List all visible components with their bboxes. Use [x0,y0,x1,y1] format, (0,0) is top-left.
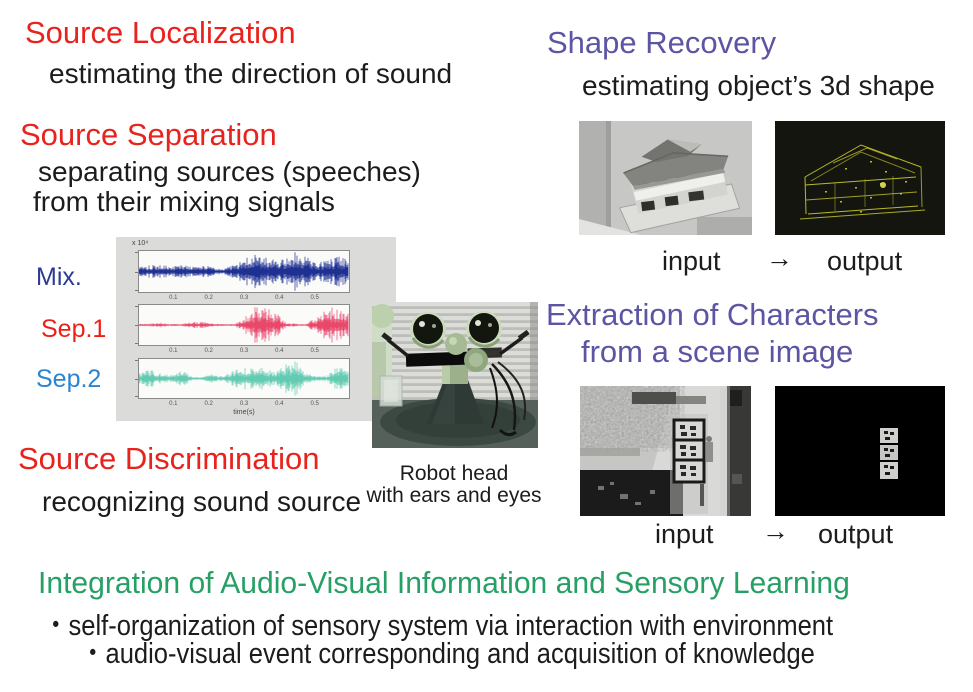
waveform-x-tick: 0.1 [169,348,178,354]
waveform-plots: 0.1 0.2 0.3 0.4 0.5 0.1 0.2 0.3 0.4 0.5 0.1 0.2 0.3 0… [116,237,396,421]
street-scene-photo [580,386,751,516]
waveform-x-tick: 0.2 [204,295,213,301]
waveform-y-tick [135,360,138,361]
waveform-x-tick: 0.5 [310,295,319,301]
waveform-x-tick: 0.5 [310,401,319,407]
waveform-y-tick [135,396,138,397]
waveform-plot-sep1 [138,304,350,346]
source-discrimination-subtitle: recognizing sound source [42,486,362,517]
waveform-x-tick: 0.4 [275,295,284,301]
waveform-x-axis-label: time(s) [233,409,255,416]
waveform-label-mix: Mix. [36,263,82,291]
source-localization-subtitle: estimating the direction of sound [49,58,453,89]
waveform-x-tick: 0.5 [310,348,319,354]
integration-title: Integration of Audio-Visual Information … [38,565,850,600]
waveform-scale-label: x 10⁴ [132,240,149,247]
house-model-photo [579,121,752,235]
robot-caption-line2: with ears and eyes [366,484,542,507]
waveform-label-sep2: Sep.2 [36,365,102,393]
waveform-x-tick: 0.3 [239,295,249,301]
waveform-y-tick [135,325,138,326]
shape-arrow-icon: → [766,243,793,273]
robot-caption: Robot head with ears and eyes [363,463,545,507]
shape-output-label: output [827,246,903,276]
source-separation-title: Source Separation [20,117,277,152]
waveform-x-tick: 0.3 [239,348,249,354]
waveform-plot-sep2 [138,358,350,399]
shape-recovery-subtitle: estimating object’s 3d shape [582,70,935,101]
waveform-y-tick [135,252,138,253]
waveform-x-tick: 0.1 [169,401,178,407]
source-localization-title: Source Localization [25,15,296,50]
waveform-y-tick [135,343,138,344]
extraction-output-label: output [818,519,894,549]
character-extraction-title-line2: from a scene image [581,334,854,369]
waveform-x-tick: 0.1 [169,295,178,301]
source-discrimination-title: Source Discrimination [18,441,320,476]
extracted-characters-render [775,386,945,516]
robot-caption-line1: Robot head [399,462,509,485]
shape-input-image [579,121,752,235]
shape-input-label: input [662,246,721,276]
robot-head-illustration [372,302,538,448]
robot-head-photo [372,302,538,448]
extraction-output-image [775,386,945,516]
integration-bullet-1: ・self-organization of sensory system via… [43,610,834,642]
shape-recovery-title: Shape Recovery [547,25,777,60]
waveform-x-tick: 0.3 [239,401,249,407]
house-wireframe-render [775,121,945,235]
waveform-x-tick: 0.2 [204,401,213,407]
extraction-input-image [580,386,751,516]
waveform-plot-mix [138,250,350,293]
integration-bullet-2: ・audio-visual event corresponding and ac… [80,638,815,670]
extraction-input-label: input [655,519,714,549]
waveform-y-tick [135,378,138,380]
source-separation-subtitle-line2: from their mixing signals [33,186,335,217]
source-separation-subtitle-line1: separating sources (speeches) [38,156,421,187]
waveform-y-tick [135,290,138,291]
shape-output-image [775,121,945,235]
waveform-y-tick [135,271,138,273]
waveform-x-tick: 0.4 [275,348,284,354]
character-extraction-title-line1: Extraction of Characters [546,297,879,332]
waveform-x-tick: 0.2 [204,348,213,354]
waveform-label-sep1: Sep.1 [41,315,107,343]
extraction-arrow-icon: → [762,516,789,546]
waveform-y-tick [135,306,138,307]
waveform-x-tick: 0.4 [275,401,284,407]
